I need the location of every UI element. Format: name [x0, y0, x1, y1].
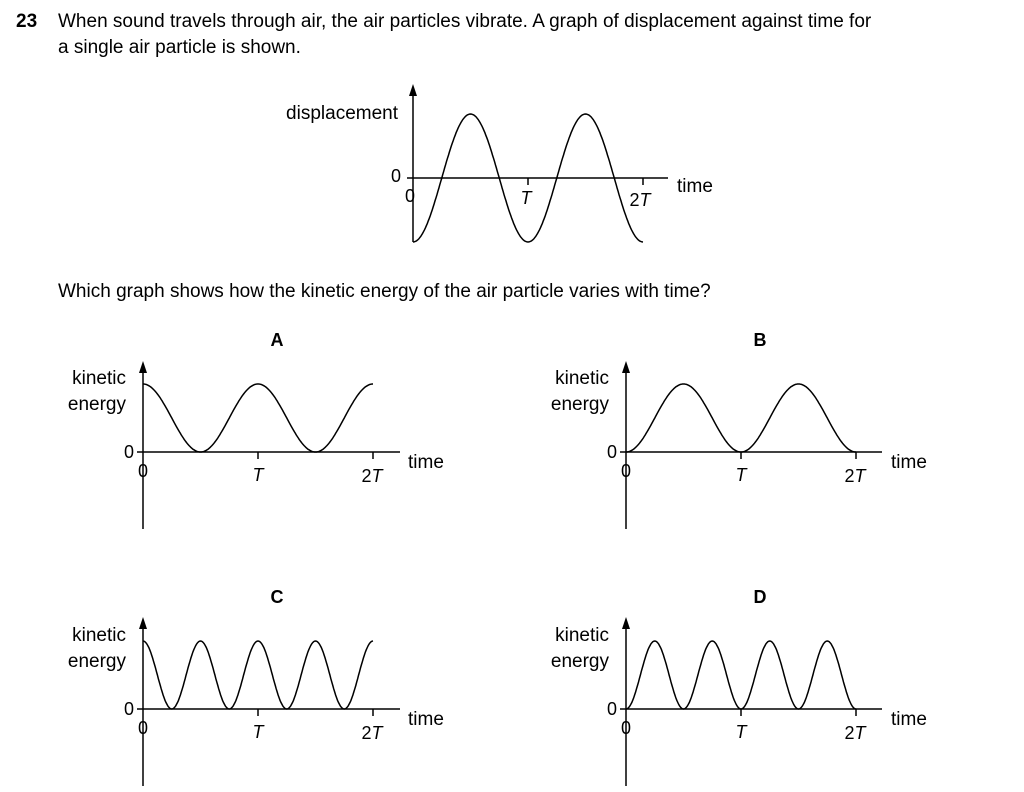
y-axis-arrow: [622, 617, 630, 629]
x-label-time: time: [891, 452, 927, 473]
option-label-A: A: [271, 330, 284, 350]
y-label-kinetic: kinetic: [72, 625, 126, 646]
x-tick-label-T: T: [736, 465, 749, 485]
y-zero-label: 0: [607, 699, 617, 719]
y-axis-arrow: [409, 84, 417, 96]
x-tick-label-T: T: [253, 722, 266, 742]
option-label-D: D: [754, 587, 767, 607]
y-label-energy: energy: [551, 394, 610, 415]
y-zero-label: 0: [124, 442, 134, 462]
y-label-energy: energy: [551, 651, 610, 672]
y-axis-arrow: [139, 617, 147, 629]
kinetic-energy-curve-A: [143, 383, 373, 453]
y-zero-label: 0: [607, 442, 617, 462]
x-tick-label-2T: 2T: [844, 723, 867, 743]
x-tick-label-T: T: [521, 188, 534, 208]
question-text-line-1: When sound travels through air, the air …: [58, 11, 872, 32]
kinetic-energy-curve-D: [625, 640, 857, 710]
graph-D: kinetic energy 0 0 T 2T time: [551, 625, 927, 743]
x-label-time: time: [408, 709, 444, 730]
question-prompt: Which graph shows how the kinetic energy…: [58, 281, 711, 302]
displacement-graph: displacement 0 0 T 2T time: [286, 103, 713, 210]
y-label-energy: energy: [68, 394, 127, 415]
x-tick-label-2T: 2T: [361, 723, 384, 743]
x-tick-label-2T: 2T: [629, 190, 652, 210]
option-label-B: B: [754, 330, 767, 350]
x-tick-label-T: T: [253, 465, 266, 485]
question-number: 23: [16, 11, 38, 32]
kinetic-energy-curve-B: [626, 383, 856, 453]
x-label-time: time: [677, 176, 713, 197]
x-tick-label-2T: 2T: [844, 466, 867, 486]
graph-B: kinetic energy 0 0 T 2T time: [551, 368, 927, 486]
y-zero-label: 0: [391, 166, 401, 186]
x-tick-label-T: T: [736, 722, 749, 742]
x-label-time: time: [891, 709, 927, 730]
graph-C: kinetic energy 0 0 T 2T time: [68, 625, 444, 743]
y-label-displacement: displacement: [286, 103, 399, 124]
option-label-C: C: [271, 587, 284, 607]
y-zero-label: 0: [124, 699, 134, 719]
x-label-time: time: [408, 452, 444, 473]
y-label-kinetic: kinetic: [555, 625, 609, 646]
y-axis-arrow: [139, 361, 147, 373]
y-axis-arrow: [622, 361, 630, 373]
question-text-line-2: a single air particle is shown.: [58, 37, 301, 58]
displacement-curve: [412, 113, 644, 243]
y-label-kinetic: kinetic: [555, 368, 609, 389]
y-label-kinetic: kinetic: [72, 368, 126, 389]
y-label-energy: energy: [68, 651, 127, 672]
x-zero-label: 0: [405, 186, 415, 206]
x-tick-label-2T: 2T: [361, 466, 384, 486]
kinetic-energy-curve-C: [142, 640, 374, 710]
graph-A: kinetic energy 0 0 T 2T time: [68, 368, 444, 486]
